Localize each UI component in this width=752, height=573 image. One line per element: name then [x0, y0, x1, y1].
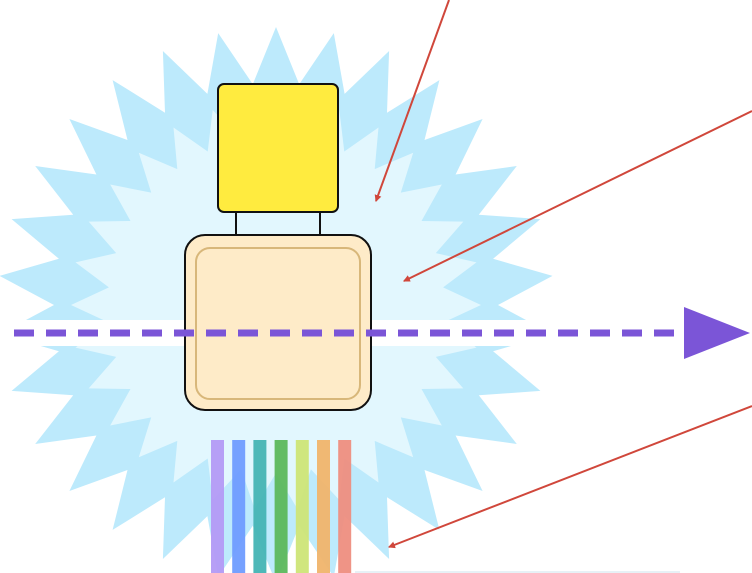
rainbow-stripe	[295, 440, 309, 573]
beam-arrowhead-icon	[684, 307, 750, 359]
rainbow-stripe	[274, 440, 288, 573]
rainbow-stripe	[232, 440, 246, 573]
callout-bottom-arrow	[388, 405, 752, 549]
rainbow-stripes	[211, 440, 352, 573]
device-body-inner-frame	[195, 247, 361, 400]
callout-middle-arrow	[403, 110, 752, 282]
rainbow-stripe	[253, 440, 267, 573]
callout-top-arrow	[374, 0, 450, 202]
device-body	[184, 234, 372, 411]
rainbow-stripe	[338, 440, 352, 573]
sensor-block	[217, 83, 339, 213]
rainbow-stripe	[317, 440, 330, 573]
rainbow-stripe	[211, 440, 224, 573]
